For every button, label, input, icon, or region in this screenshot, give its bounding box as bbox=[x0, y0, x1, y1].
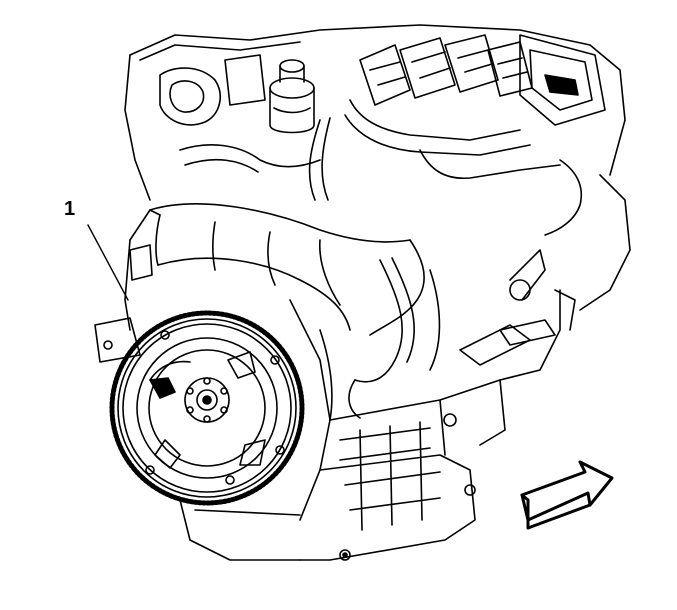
flywheel bbox=[109, 310, 305, 506]
mount-bracket bbox=[94, 244, 153, 363]
callout-leader-line bbox=[87, 224, 129, 301]
arrow-icon bbox=[520, 460, 614, 530]
engine-block bbox=[124, 209, 576, 561]
oil-filler-cap bbox=[269, 59, 315, 134]
callout-label-1: 1 bbox=[64, 198, 76, 220]
wiring-top bbox=[179, 117, 631, 311]
wiring-harness bbox=[319, 257, 441, 421]
ignition-coils bbox=[344, 34, 533, 156]
oil-pan bbox=[179, 499, 301, 561]
intake-hose bbox=[149, 203, 425, 336]
intake-manifold bbox=[124, 24, 626, 201]
